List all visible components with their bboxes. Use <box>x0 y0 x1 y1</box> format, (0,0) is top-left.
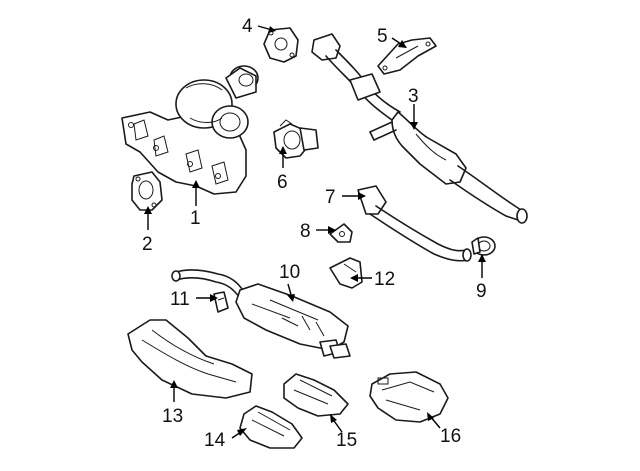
callout-11: 11 <box>170 289 190 310</box>
callout-6: 6 <box>277 172 288 193</box>
callout-13: 13 <box>162 406 183 427</box>
flange-gasket <box>263 27 299 63</box>
intermediate-pipe <box>357 185 472 262</box>
muffler-tailpipe <box>171 269 351 359</box>
clamp-sleeve <box>471 236 496 256</box>
rubber-mount <box>213 291 229 313</box>
callout-7: 7 <box>325 187 336 208</box>
callout-1: 1 <box>190 208 201 229</box>
heat-shield-small <box>239 405 303 449</box>
manifold-gasket <box>131 171 163 211</box>
callout-9: 9 <box>476 281 487 302</box>
callout-8: 8 <box>300 221 311 242</box>
rear-heat-shield <box>369 371 449 423</box>
large-heat-shield <box>127 319 253 399</box>
leader-lines <box>144 25 486 439</box>
callout-14: 14 <box>204 430 226 451</box>
callout-5: 5 <box>377 26 388 47</box>
callout-3: 3 <box>408 86 419 107</box>
heat-shield-center <box>283 373 349 417</box>
callout-12: 12 <box>374 269 395 290</box>
callout-2: 2 <box>142 234 153 255</box>
callout-4: 4 <box>242 16 253 37</box>
turbocharger-manifold <box>121 65 259 195</box>
callout-15: 15 <box>336 430 357 451</box>
callout-16: 16 <box>440 426 461 447</box>
exhaust-hanger <box>329 223 353 243</box>
front-pipe-catalytic-converter <box>311 33 528 224</box>
callout-labels: 1 2 3 4 5 6 7 8 9 10 11 12 13 14 15 16 <box>142 16 487 451</box>
mounting-bracket <box>329 257 363 289</box>
callout-10: 10 <box>279 262 300 283</box>
